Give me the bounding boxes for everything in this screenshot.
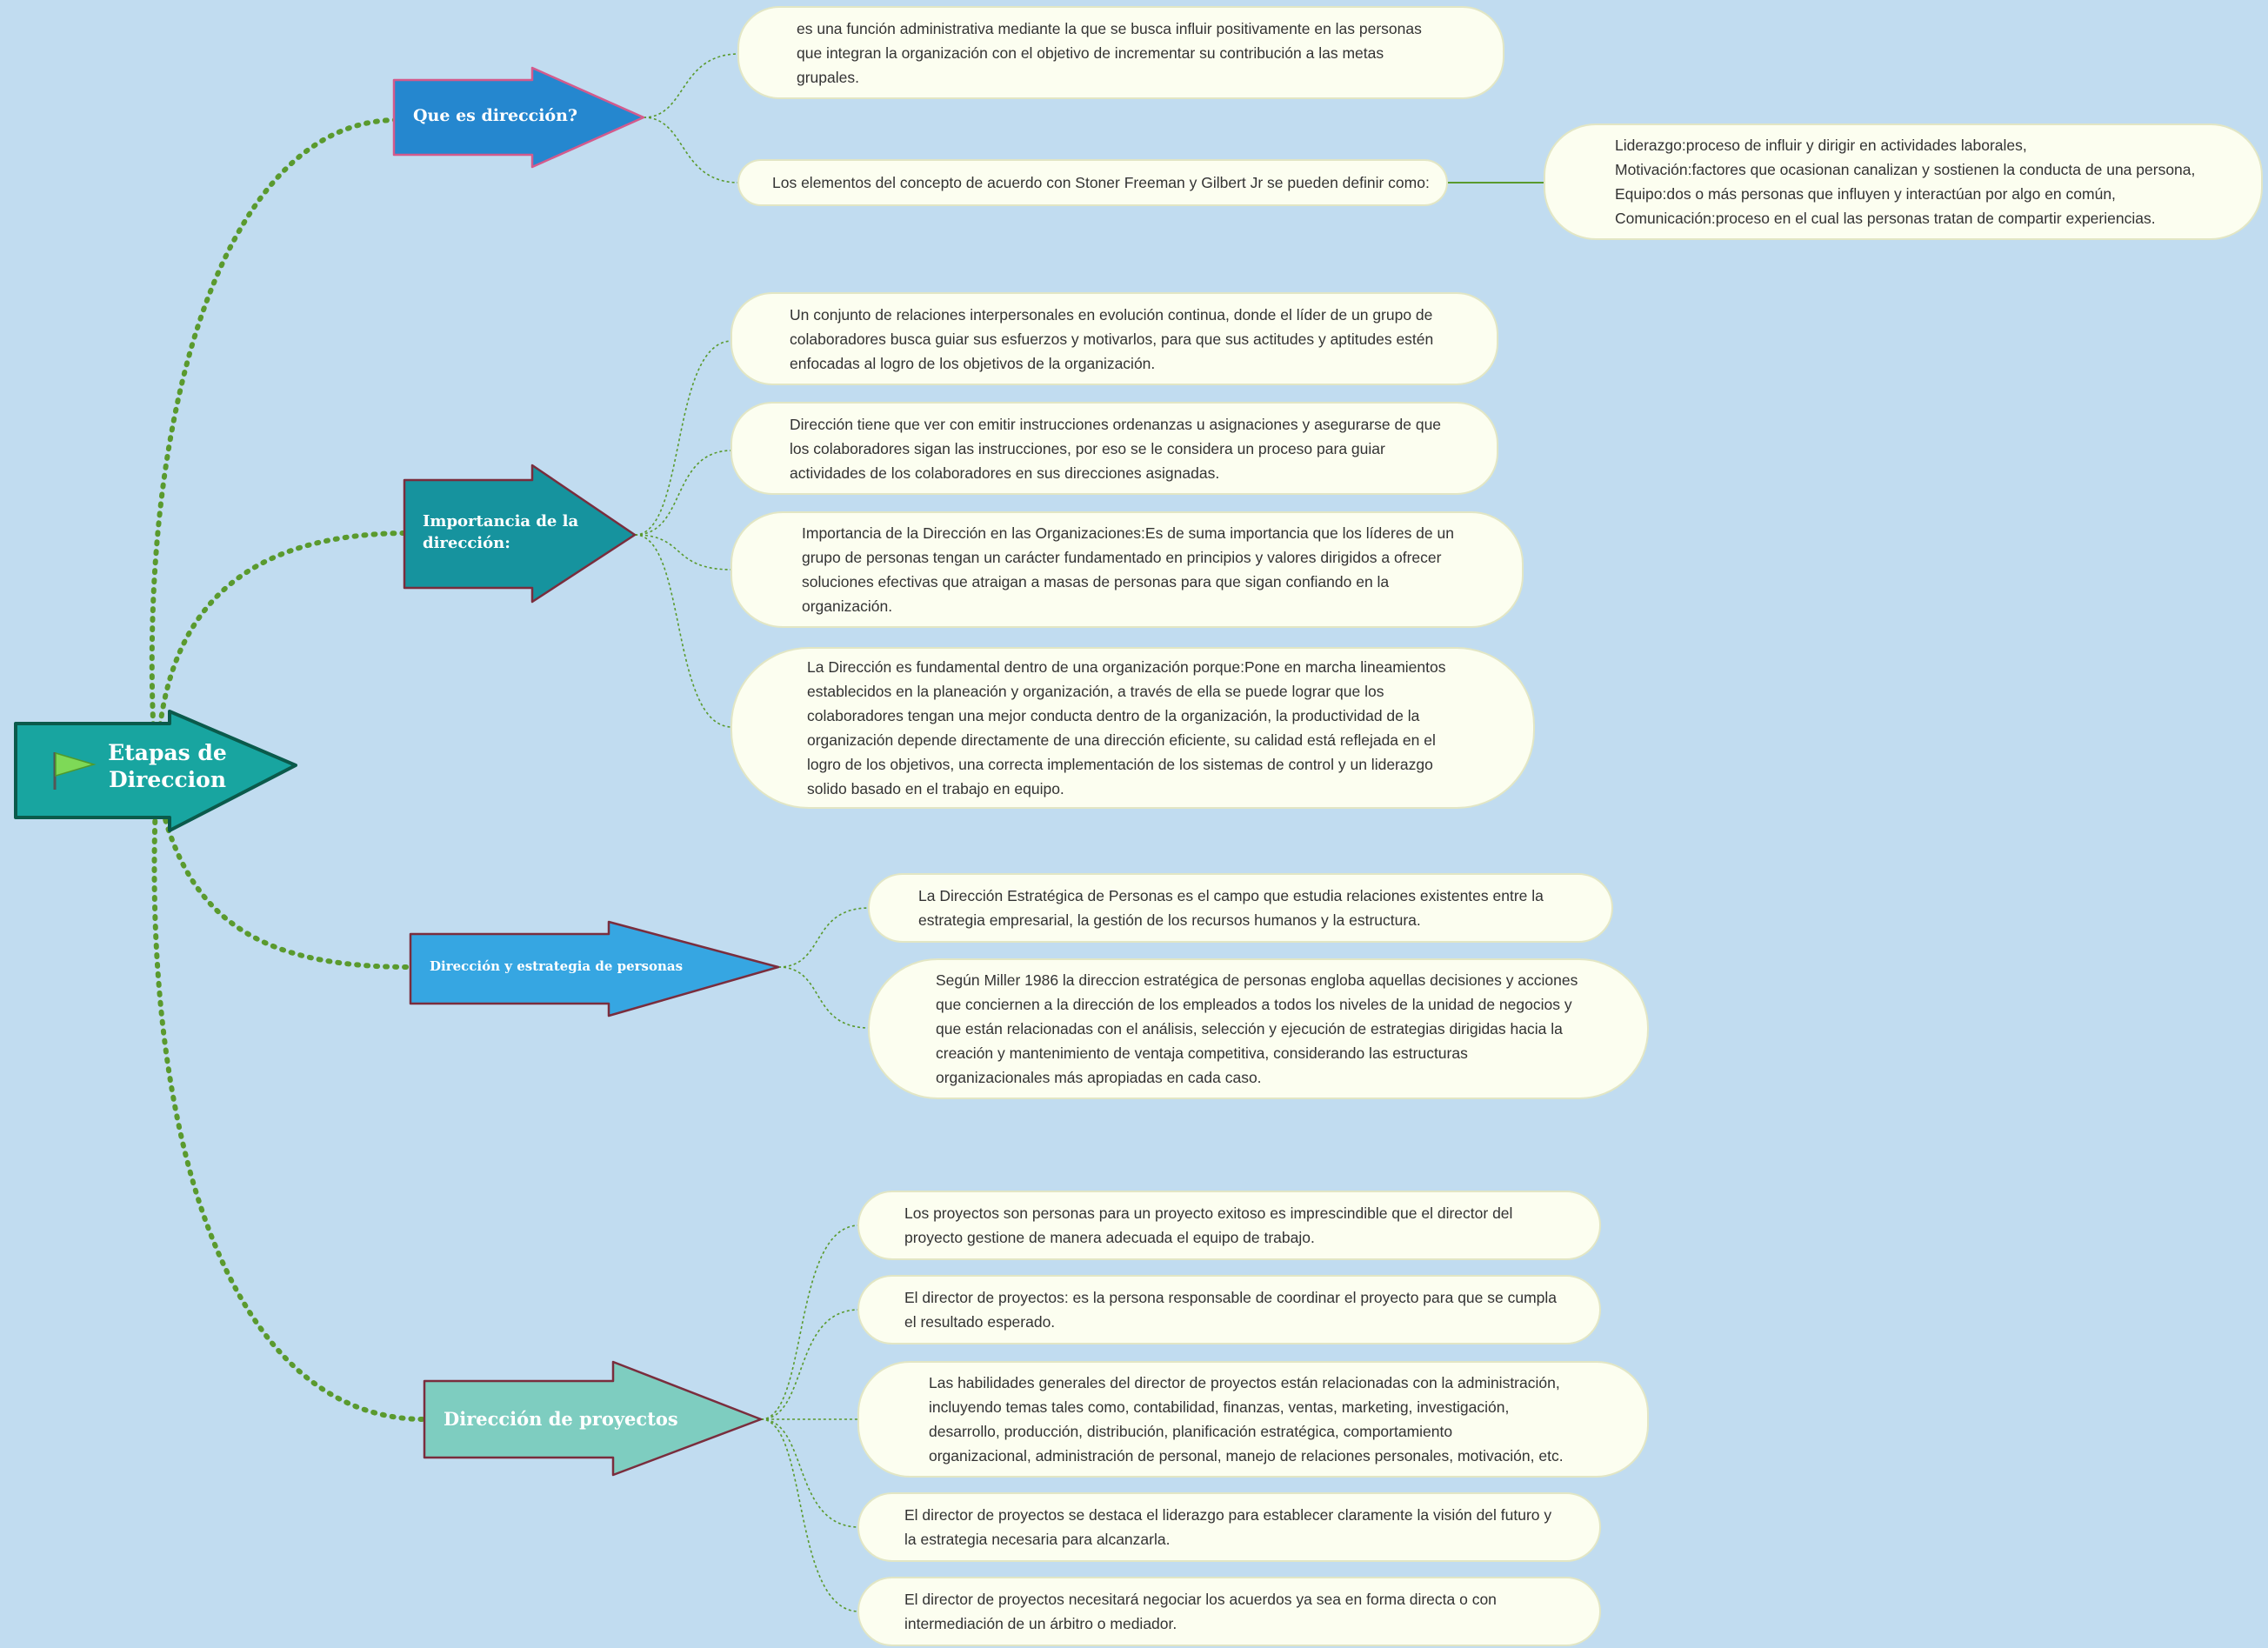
- topic-label-proyectos[interactable]: Dirección de proyectos: [444, 1408, 678, 1430]
- note-importancia-3[interactable]: Importancia de la Dirección en las Organ…: [730, 511, 1524, 628]
- arrow-estrategia: [409, 920, 780, 1017]
- topic-label-que-es[interactable]: Que es dirección?: [413, 106, 578, 125]
- note-proyectos-1[interactable]: Los proyectos son personas para un proye…: [857, 1191, 1601, 1260]
- note-text: Importancia de la Dirección en las Organ…: [802, 524, 1454, 615]
- note-text: Un conjunto de relaciones interpersonale…: [790, 305, 1434, 372]
- note-importancia-4[interactable]: La Dirección es fundamental dentro de un…: [730, 647, 1535, 809]
- connector-importancia-2: [634, 450, 733, 536]
- topic-label-importancia[interactable]: Importancia de la dirección:: [423, 512, 579, 553]
- connector-root-proyectos: [151, 780, 427, 1422]
- note-proyectos-2[interactable]: El director de proyectos: es la persona …: [857, 1275, 1601, 1344]
- connector-importancia-3: [634, 534, 733, 570]
- connector-proyectos-1: [760, 1224, 860, 1420]
- note-que-es-definicion[interactable]: es una función administrativa mediante l…: [737, 6, 1504, 99]
- connector-proyectos-4: [760, 1418, 860, 1528]
- note-text: Liderazgo:proceso de influir y dirigir e…: [1615, 137, 2196, 227]
- note-importancia-2[interactable]: Dirección tiene que ver con emitir instr…: [730, 402, 1498, 495]
- arrow-proyectos: [423, 1360, 763, 1477]
- note-proyectos-3[interactable]: Las habilidades generales del director d…: [857, 1361, 1649, 1478]
- note-text: Los elementos del concepto de acuerdo co…: [772, 174, 1430, 191]
- connector-estrategia-2: [777, 966, 871, 1029]
- connector-estrategia-1: [777, 907, 871, 968]
- note-importancia-1[interactable]: Un conjunto de relaciones interpersonale…: [730, 292, 1498, 385]
- root-label[interactable]: Etapas de Direccion: [108, 740, 227, 793]
- note-text: El director de proyectos: es la persona …: [904, 1289, 1558, 1331]
- arrow-que-es: [392, 66, 645, 169]
- note-que-es-elementos[interactable]: Los elementos del concepto de acuerdo co…: [737, 159, 1448, 206]
- connector-root-que-es: [149, 117, 398, 785]
- connector-importancia-4: [634, 534, 733, 728]
- note-text: El director de proyectos necesitará nego…: [904, 1591, 1497, 1632]
- arrow-importancia: [403, 464, 637, 604]
- note-text: El director de proyectos se destaca el l…: [904, 1506, 1552, 1548]
- note-text: La Dirección Estratégica de Personas es …: [918, 887, 1544, 929]
- note-text: La Dirección es fundamental dentro de un…: [807, 658, 1446, 797]
- note-proyectos-5[interactable]: El director de proyectos necesitará nego…: [857, 1577, 1601, 1646]
- note-estrategia-2[interactable]: Según Miller 1986 la direccion estratégi…: [868, 958, 1649, 1099]
- flag-icon: [53, 751, 97, 790]
- connector-importancia-1: [634, 340, 733, 536]
- connector-que-es-1: [643, 53, 740, 118]
- note-text: Según Miller 1986 la direccion estratégi…: [936, 971, 1578, 1086]
- connector-proyectos-5: [760, 1418, 860, 1612]
- subnote-elementos-lista[interactable]: Liderazgo:proceso de influir y dirigir e…: [1544, 123, 2263, 240]
- topic-label-estrategia[interactable]: Dirección y estrategia de personas: [430, 958, 684, 974]
- note-estrategia-1[interactable]: La Dirección Estratégica de Personas es …: [868, 873, 1613, 943]
- note-text: Dirección tiene que ver con emitir instr…: [790, 415, 1442, 482]
- note-text: Los proyectos son personas para un proye…: [904, 1204, 1513, 1246]
- note-text: es una función administrativa mediante l…: [797, 19, 1422, 86]
- arrow-root: [14, 710, 297, 832]
- connector-que-es-2: [643, 117, 740, 183]
- connector-root-estrategia: [154, 780, 413, 970]
- note-proyectos-4[interactable]: El director de proyectos se destaca el l…: [857, 1492, 1601, 1562]
- connector-proyectos-2: [760, 1309, 860, 1420]
- note-text: Las habilidades generales del director d…: [929, 1374, 1564, 1465]
